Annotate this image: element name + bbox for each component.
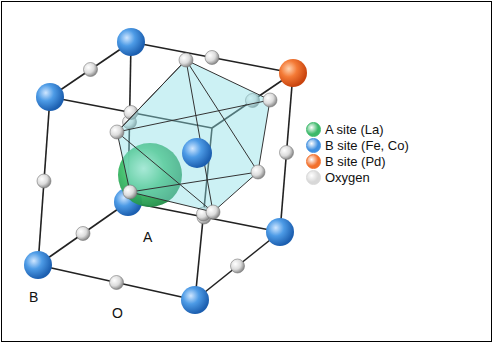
legend-swatch [306, 170, 321, 185]
a-site-label: A [143, 230, 152, 244]
oxygen-atom [205, 51, 219, 65]
cell-edge [131, 42, 293, 73]
legend-swatch [306, 138, 321, 153]
oxygen-atom [110, 125, 124, 139]
oxygen-atom [231, 259, 245, 273]
oxygen-atom [263, 93, 277, 107]
b-site-atom [24, 251, 52, 279]
cell-edge [195, 232, 280, 300]
legend-text: Oxygen [325, 170, 370, 185]
oxygen-atom [251, 165, 265, 179]
oxygen-atom [37, 174, 51, 188]
oxygen-atom [179, 53, 193, 67]
legend-row: Oxygen [306, 170, 370, 185]
oxygen-atom [110, 276, 124, 290]
oxygen-atom [280, 146, 294, 160]
legend-row: B site (Fe, Co) [306, 138, 409, 153]
oxygen-atom [76, 227, 90, 241]
b-site-atom [117, 28, 145, 56]
cell-edge [280, 73, 293, 232]
b-site-atom [181, 286, 209, 314]
cell-edge [38, 97, 50, 265]
b-site-atom [266, 218, 294, 246]
oxygen-atom [206, 205, 220, 219]
pd-site-atom [279, 59, 307, 87]
legend-row: A site (La) [306, 122, 384, 137]
legend-swatch [306, 154, 321, 169]
legend-text: B site (Fe, Co) [325, 138, 409, 153]
cell-edge [38, 265, 195, 300]
legend-text: B site (Pd) [325, 154, 386, 169]
oxygen-label: O [112, 306, 123, 320]
legend-text: A site (La) [325, 122, 384, 137]
cell-edge [38, 202, 128, 265]
oxygen-atom [123, 185, 137, 199]
legend-swatch [306, 122, 321, 137]
cell-edge [50, 42, 131, 97]
b-site-atom [36, 83, 64, 111]
legend-row: B site (Pd) [306, 154, 386, 169]
oxygen-atom [84, 63, 98, 77]
b-site-label: B [29, 290, 38, 304]
